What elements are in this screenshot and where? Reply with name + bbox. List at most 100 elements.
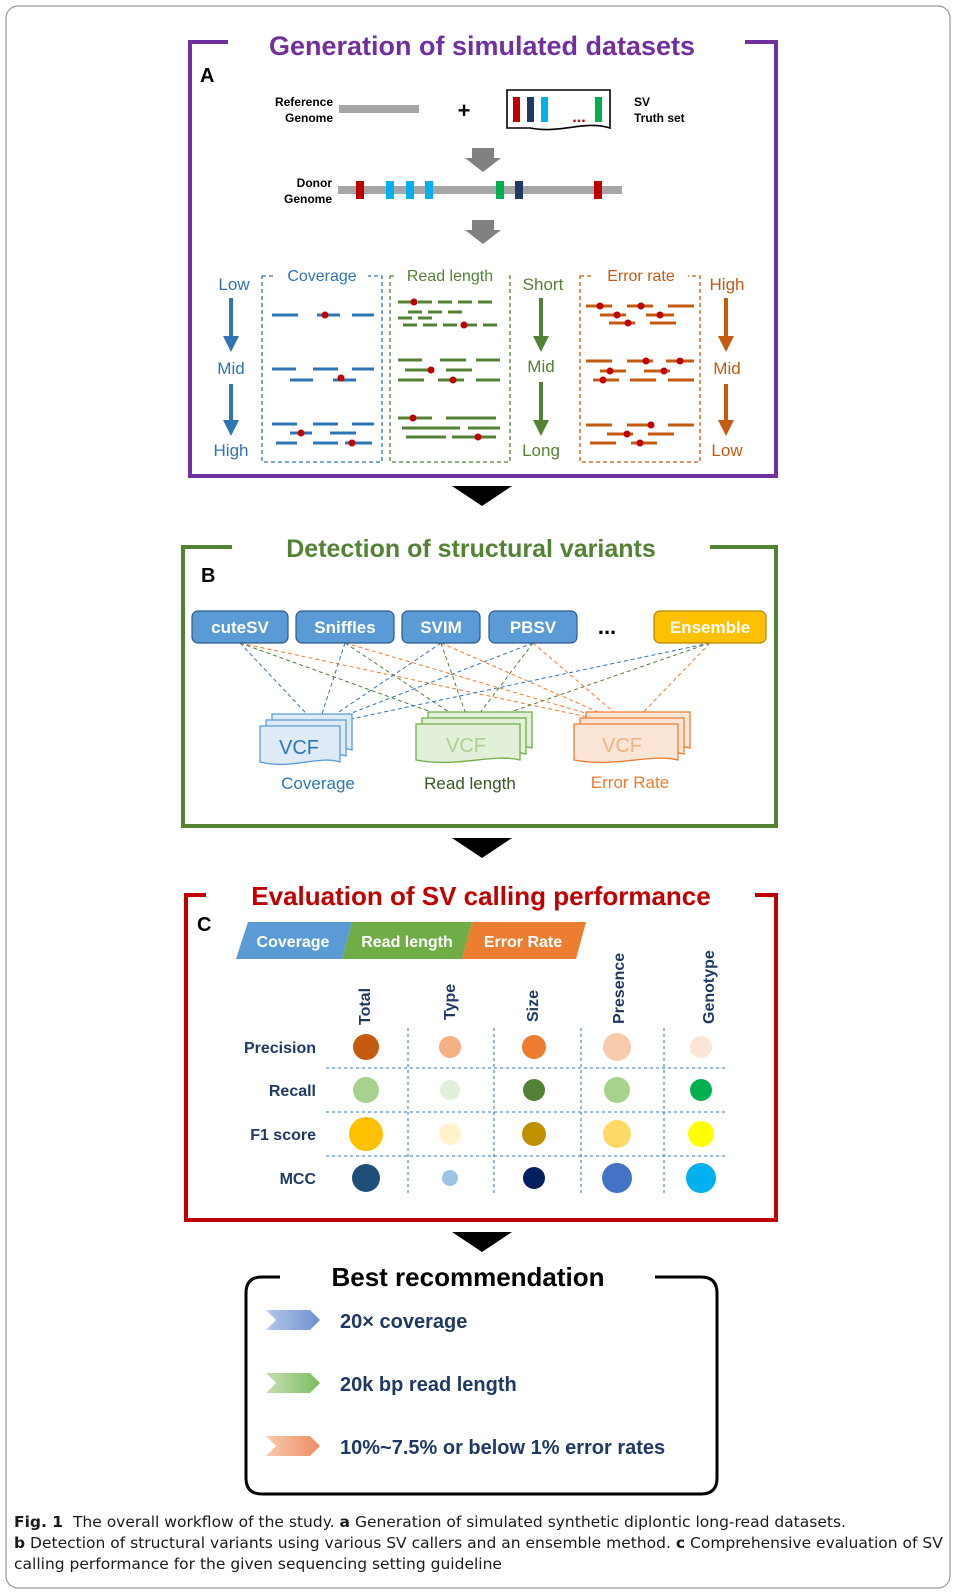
dot-f1-genotype bbox=[688, 1121, 714, 1147]
dot-recall-total bbox=[353, 1077, 379, 1103]
vcf-error-rate-label: VCF bbox=[602, 735, 642, 757]
tag-read-length bbox=[342, 922, 472, 959]
donor-sv-1 bbox=[356, 181, 364, 199]
caller-cutesv bbox=[191, 610, 289, 644]
row-f1-score: F1 score bbox=[250, 1127, 316, 1144]
caption-c-letter: c bbox=[675, 1534, 686, 1552]
panel-d-frame bbox=[244, 1275, 719, 1496]
caption-c-text: Comprehensive evaluation of SV calling p… bbox=[14, 1534, 943, 1573]
arrow-c-to-d bbox=[452, 1232, 512, 1252]
dot-f1-type bbox=[439, 1123, 461, 1145]
caller-sniffles bbox=[295, 610, 395, 644]
donor-label-line1: Donor bbox=[297, 176, 333, 190]
read-length-variant-dots bbox=[409, 298, 482, 441]
coverage-variant-dots bbox=[297, 311, 356, 447]
coverage-low-label: Low bbox=[218, 275, 250, 294]
dot-f1-presence bbox=[603, 1120, 631, 1148]
col-genotype: Genotype bbox=[701, 950, 718, 1024]
error-rate-mid-label: Mid bbox=[713, 359, 740, 378]
vcf-coverage-label: VCF bbox=[279, 737, 319, 759]
tag-error-rate-label: Error Rate bbox=[484, 934, 562, 951]
caller-ensemble-label: Ensemble bbox=[670, 618, 750, 637]
read-length-short-label: Short bbox=[523, 275, 564, 294]
caption-main: The overall workflow of the study. bbox=[72, 1513, 335, 1531]
caption-b-text: Detection of structural variants using v… bbox=[30, 1534, 671, 1552]
col-total: Total bbox=[357, 988, 374, 1025]
dot-recall-size bbox=[523, 1079, 545, 1101]
error-rate-high-label: High bbox=[710, 275, 745, 294]
coverage-mid-label: Mid bbox=[217, 359, 244, 378]
panel-d: Best recommendation 20× coverage 20k bp … bbox=[244, 1262, 719, 1496]
error-rate-low-label: Low bbox=[711, 441, 743, 460]
donor-genome-bar bbox=[338, 186, 622, 194]
sv-marker-cyan bbox=[541, 97, 548, 122]
error-rate-reads bbox=[586, 304, 694, 445]
dot-mcc-size bbox=[523, 1167, 545, 1189]
sv-truth-set-document bbox=[506, 89, 611, 131]
dot-f1-total bbox=[349, 1117, 383, 1151]
sv-label-line2: Truth set bbox=[634, 111, 685, 125]
vcf-coverage-caption: Coverage bbox=[281, 774, 355, 793]
error-rate-box-label: Error rate bbox=[607, 268, 675, 285]
caller-svim-label: SVIM bbox=[420, 618, 462, 637]
reference-label-line2: Genome bbox=[285, 111, 333, 125]
caller-ellipsis: ... bbox=[598, 614, 616, 639]
coverage-reads bbox=[272, 313, 374, 445]
dot-precision-type bbox=[439, 1036, 461, 1058]
arrow-b-to-c bbox=[452, 838, 512, 858]
col-type: Type bbox=[442, 984, 459, 1020]
row-mcc: MCC bbox=[280, 1171, 317, 1188]
donor-label-line2: Genome bbox=[284, 192, 332, 206]
figure-border bbox=[5, 5, 951, 1589]
panel-b: Detection of structural variants B cuteS… bbox=[181, 535, 778, 828]
row-recall: Recall bbox=[269, 1083, 316, 1100]
donor-sv-6 bbox=[515, 181, 523, 199]
panel-c: Evaluation of SV calling performance C C… bbox=[184, 881, 778, 1222]
donor-sv-7 bbox=[594, 181, 602, 199]
vcf-read-length-label: VCF bbox=[446, 735, 486, 757]
caption-a-letter: a bbox=[339, 1513, 350, 1531]
panel-a-frame bbox=[188, 40, 778, 478]
read-length-long-label: Long bbox=[522, 441, 560, 460]
caller-sniffles-label: Sniffles bbox=[314, 618, 375, 637]
dot-precision-total bbox=[353, 1034, 379, 1060]
vcf-error-rate: VCF Error Rate bbox=[573, 711, 691, 792]
coverage-box-label-bg bbox=[276, 266, 368, 286]
caption-a-text: Generation of simulated synthetic diplon… bbox=[354, 1513, 846, 1531]
figure-caption: Fig. 1 The overall workflow of the study… bbox=[14, 1512, 944, 1575]
dot-precision-presence bbox=[603, 1033, 631, 1061]
down-arrow-2 bbox=[465, 220, 501, 244]
sv-label-line1: SV bbox=[634, 95, 650, 109]
read-length-box-label: Read length bbox=[407, 268, 493, 285]
donor-sv-3 bbox=[406, 181, 414, 199]
sv-marker-green bbox=[595, 97, 602, 122]
vcf-coverage: VCF Coverage bbox=[259, 713, 355, 793]
plus-sign: + bbox=[458, 98, 471, 123]
caller-cutesv-label: cuteSV bbox=[211, 618, 269, 637]
recommendation-read-length: 20k bp read length bbox=[340, 1374, 517, 1396]
panel-c-title: Evaluation of SV calling performance bbox=[251, 881, 710, 911]
col-size: Size bbox=[525, 990, 542, 1022]
panel-b-letter: B bbox=[201, 565, 215, 587]
read-length-mid-label: Mid bbox=[527, 357, 554, 376]
panel-b-title: Detection of structural variants bbox=[286, 535, 656, 563]
dot-mcc-type bbox=[442, 1170, 458, 1186]
vcf-read-length-caption: Read length bbox=[424, 774, 516, 793]
tag-coverage bbox=[236, 922, 352, 959]
tag-read-length-label: Read length bbox=[361, 934, 453, 951]
panel-a-title: Generation of simulated datasets bbox=[269, 31, 695, 61]
caller-ensemble bbox=[653, 610, 767, 644]
panel-b-frame bbox=[181, 545, 778, 828]
caller-svim bbox=[401, 610, 481, 644]
col-presence: Presence bbox=[611, 953, 628, 1024]
caller-pbsv bbox=[488, 610, 578, 644]
matrix-grid bbox=[326, 1028, 726, 1195]
coverage-high-label: High bbox=[214, 441, 249, 460]
row-precision: Precision bbox=[244, 1040, 316, 1057]
caller-pbsv-label: PBSV bbox=[510, 618, 557, 637]
panel-a-letter: A bbox=[200, 65, 214, 87]
sv-ellipsis: ... bbox=[572, 109, 585, 126]
chevron-blue-icon bbox=[266, 1310, 320, 1330]
panel-a: Generation of simulated datasets A Refer… bbox=[188, 31, 778, 478]
